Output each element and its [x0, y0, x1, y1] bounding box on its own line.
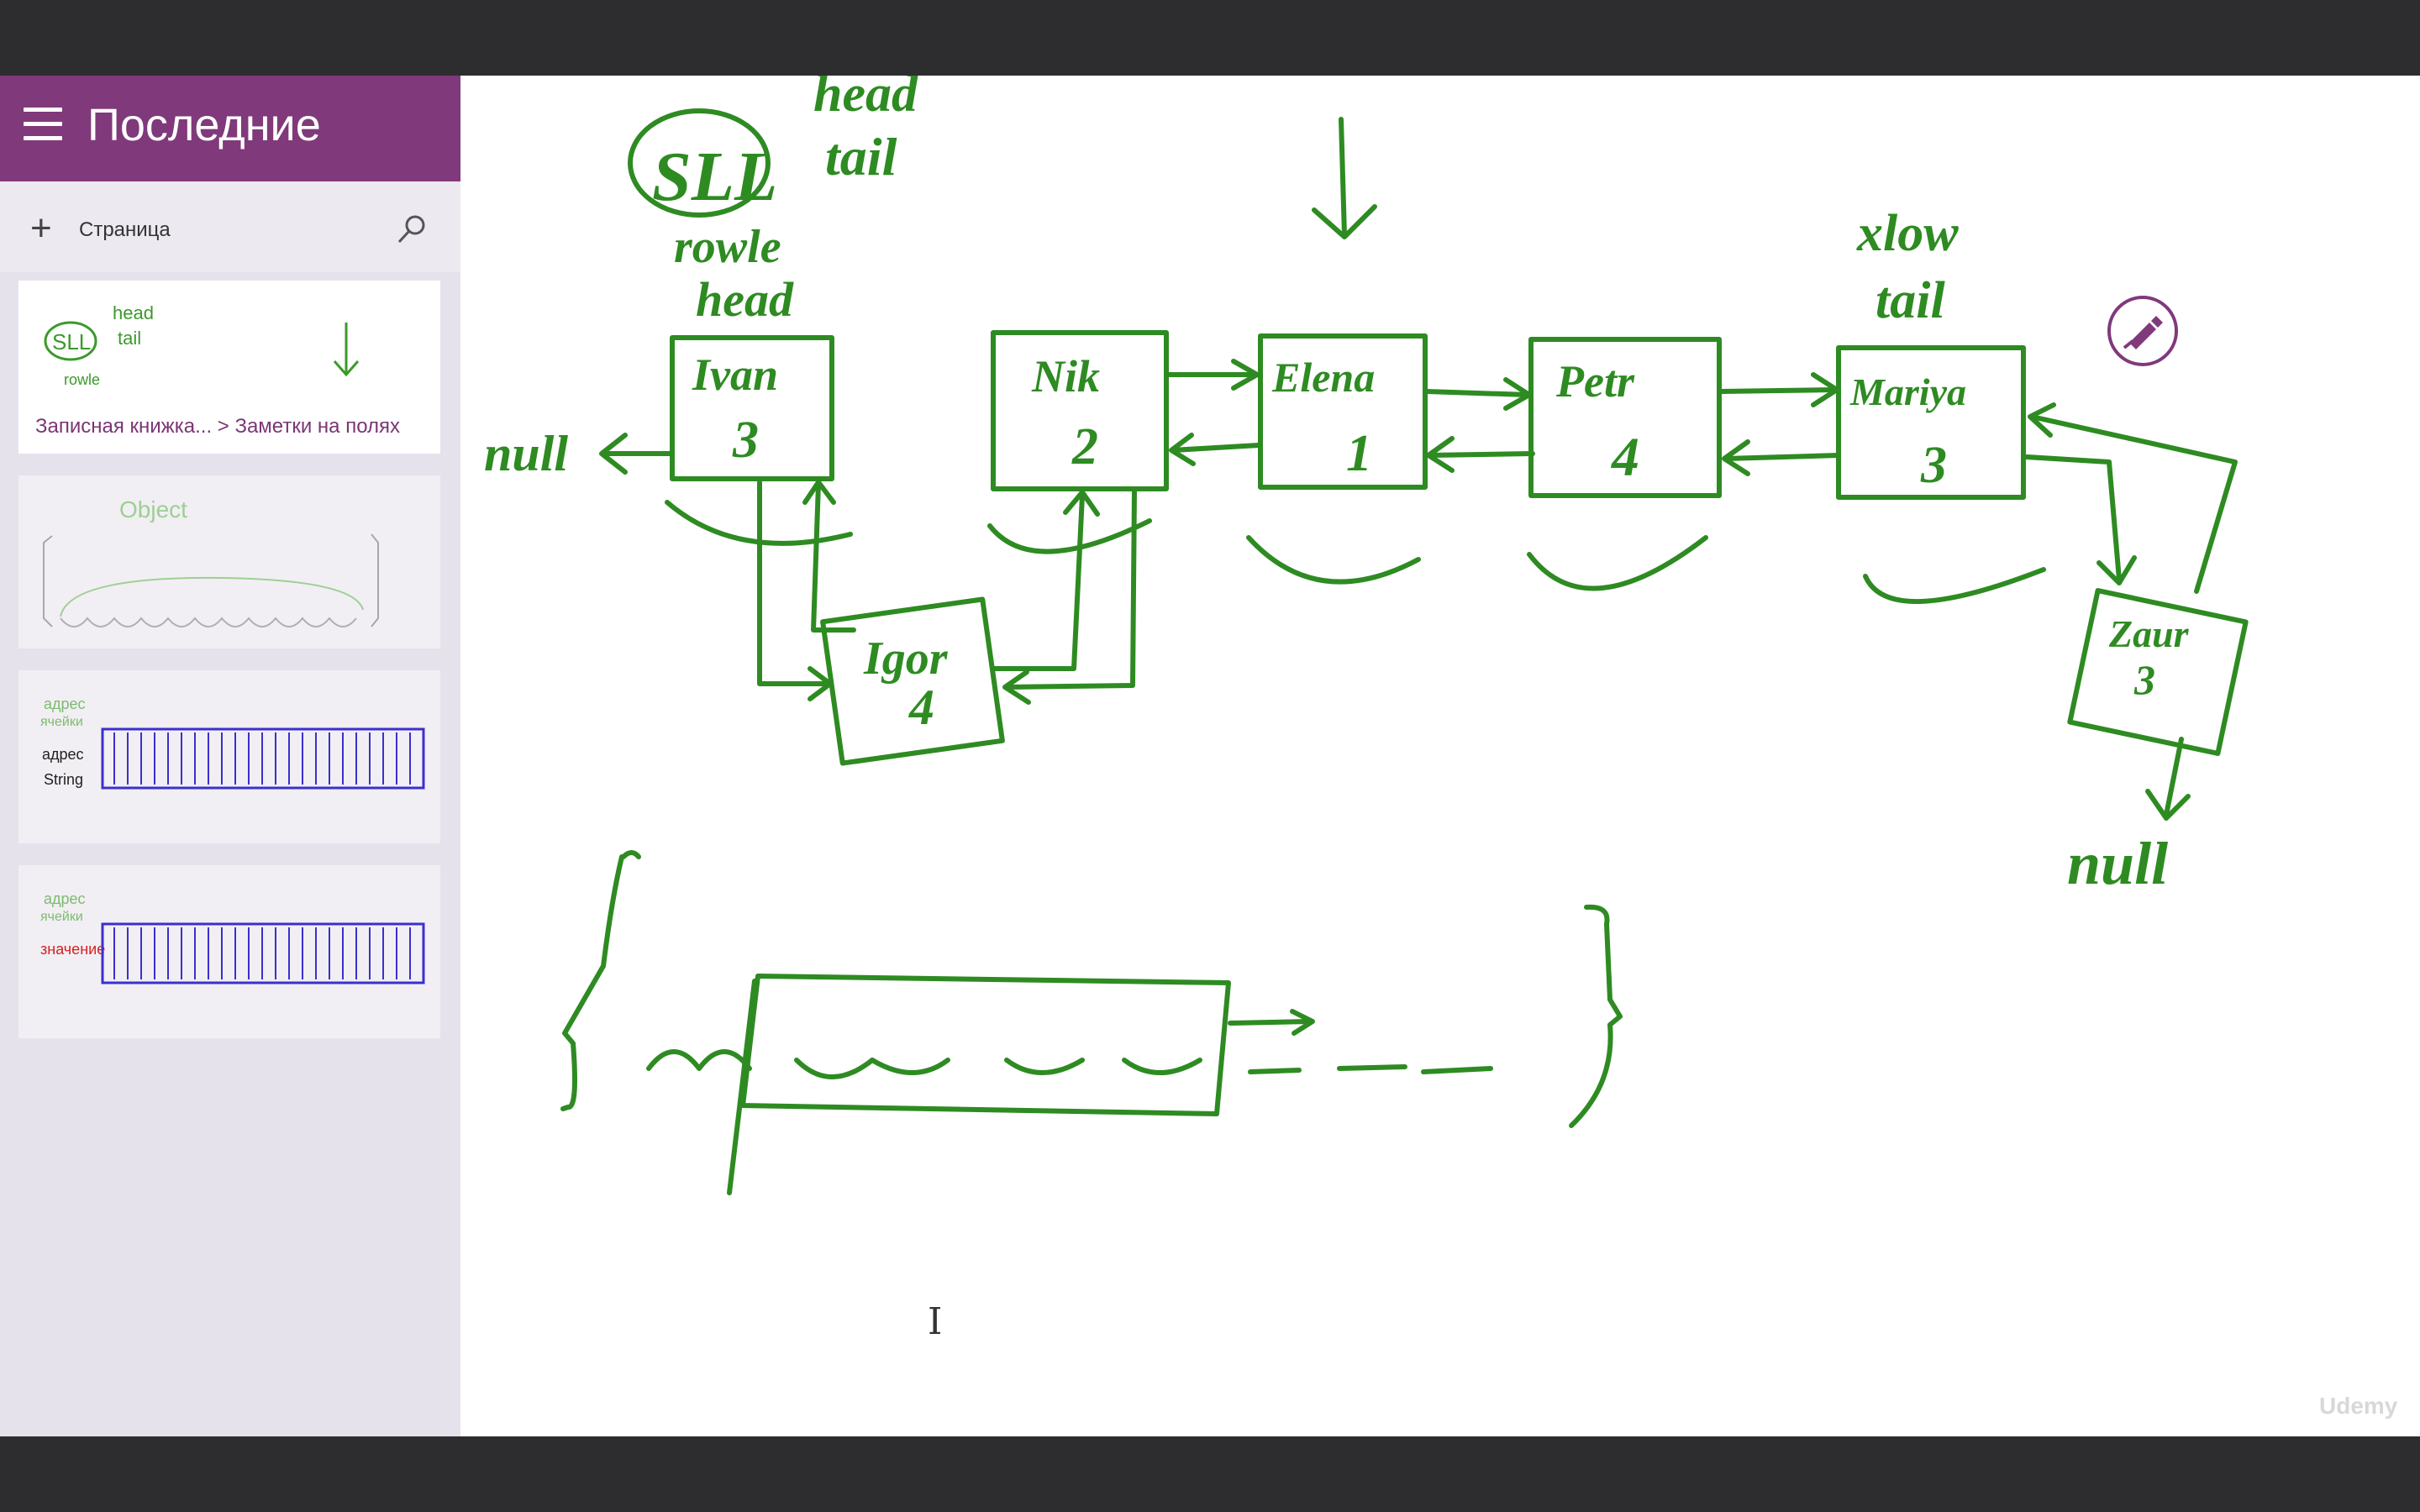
tail-top-label: tail: [825, 127, 897, 186]
node-name-mariya: Mariya: [1849, 370, 1966, 413]
sidebar-header: Последние: [0, 76, 460, 181]
section-title: Последние: [87, 100, 321, 150]
preview-head: head: [113, 302, 154, 323]
preview-label-3: значение: [40, 941, 105, 958]
node-box-ivan: [670, 335, 834, 481]
watermark: Udemy: [2319, 1393, 2398, 1419]
ink-drawing[interactable]: SLL head tail rowle head xlow tail null …: [460, 76, 2420, 1436]
preview-rowle: rowle: [64, 371, 100, 388]
search-icon[interactable]: [395, 212, 429, 245]
breadcrumb-notebook[interactable]: Записная книжка...: [35, 415, 213, 438]
node-value-ivan: 3: [732, 412, 759, 469]
node-box-nik: [991, 330, 1169, 491]
node-value-zaur: 3: [2133, 656, 2155, 703]
page-thumbnail-3[interactable]: адрес ячейки адрес String: [18, 670, 440, 843]
node-box-mariya: [1836, 345, 2026, 500]
page-preview: адрес ячейки значение: [40, 890, 425, 984]
page-preview: адрес ячейки адрес String: [40, 696, 425, 790]
top-black-bar: [0, 0, 2420, 76]
rowle-label: rowle: [674, 221, 781, 273]
page-thumbnail-4[interactable]: адрес ячейки значение: [18, 865, 440, 1038]
null-right-label: null: [2067, 830, 2168, 897]
preview-label-3: адрес: [42, 746, 84, 763]
node-value-elena: 1: [1346, 425, 1372, 482]
node-box-zaur: [2067, 588, 2249, 756]
node-value-mariya: 3: [1920, 437, 1947, 494]
preview-label-1: адрес: [44, 890, 86, 907]
node-name-zaur: Zaur: [2108, 612, 2190, 655]
preview-tail: tail: [118, 328, 141, 349]
node-value-petr: 4: [1610, 427, 1639, 488]
null-left-label: null: [484, 426, 568, 481]
page-preview: SLL head tail rowle: [44, 302, 360, 388]
node-value-igor: 4: [908, 680, 934, 735]
sidebar-toolbar: + Страница: [0, 181, 460, 272]
tail-label: tail: [1876, 272, 1945, 329]
head-top-label: head: [813, 76, 918, 123]
preview-object: Object: [119, 496, 187, 522]
sll-circle: [628, 108, 771, 218]
node-box-elena: [1258, 333, 1428, 490]
page-thumbnail-2[interactable]: Object: [18, 475, 440, 648]
text-cursor-icon: I: [928, 1300, 943, 1343]
preview-label-1: адрес: [44, 696, 86, 712]
xlow-label: xlow: [1856, 205, 1959, 262]
page-thumbnail-1[interactable]: SLL head tail rowle Записная книжка... >…: [18, 281, 440, 454]
preview-sll: SLL: [52, 329, 91, 354]
page-preview: Object: [43, 496, 379, 627]
node-box-igor: [820, 596, 1005, 766]
node-value-nik: 2: [1071, 418, 1098, 475]
note-canvas[interactable]: SLL head tail rowle head xlow tail null …: [460, 76, 2420, 1436]
add-page-button[interactable]: Страница: [79, 218, 171, 241]
sll-label: SLL: [652, 138, 777, 216]
breadcrumb: Записная книжка... > Заметки на полях: [35, 415, 400, 438]
node-name-elena: Elena: [1271, 354, 1375, 401]
sidebar: Последние + Страница SLL head tail rowle…: [0, 76, 460, 1436]
bottom-black-bar: [0, 1436, 2420, 1512]
preview-label-2: ячейки: [40, 910, 83, 924]
pen-tool-icon[interactable]: [2104, 292, 2181, 370]
plus-icon[interactable]: +: [30, 207, 52, 249]
node-name-nik: Nik: [1031, 351, 1100, 402]
preview-label-2: ячейки: [40, 715, 83, 729]
node-name-igor: Igor: [863, 633, 949, 685]
node-name-ivan: Ivan: [692, 349, 778, 400]
down-arrow: [1339, 117, 1347, 238]
hamburger-menu-icon[interactable]: [24, 108, 62, 148]
node-name-petr: Petr: [1555, 356, 1635, 407]
breadcrumb-section[interactable]: > Заметки на полях: [217, 415, 401, 438]
head-label: head: [696, 272, 794, 327]
preview-label-4: String: [44, 771, 83, 788]
node-box-petr: [1528, 337, 1722, 498]
